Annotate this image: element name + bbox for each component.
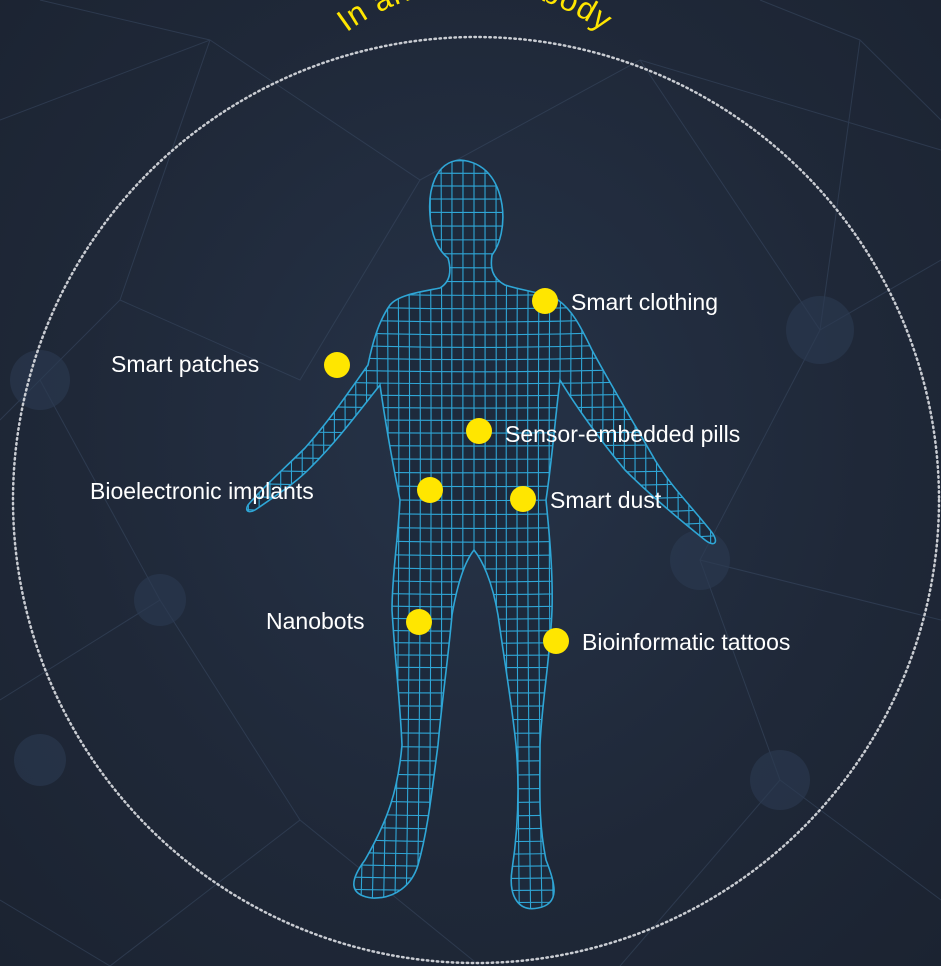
mesh-line-vertical	[247, 150, 259, 915]
mesh-line-horizontal	[230, 912, 730, 915]
label-nanobots: Nanobots	[266, 607, 364, 635]
mesh-line-vertical	[646, 150, 656, 915]
mesh-line-horizontal	[230, 886, 730, 891]
label-sensor-pills: Sensor-embedded pills	[505, 420, 740, 448]
mesh-line-vertical	[485, 150, 486, 915]
label-smart-patches: Smart patches	[111, 350, 259, 378]
mesh-line-horizontal	[230, 860, 730, 866]
mesh-line-vertical	[721, 150, 735, 915]
marker-smart-patches	[324, 352, 350, 378]
mesh-line-horizontal	[230, 782, 730, 789]
mesh-line-vertical	[635, 150, 644, 915]
mesh-line-horizontal	[230, 600, 730, 607]
mesh-line-horizontal	[230, 769, 730, 775]
mesh-line-vertical	[581, 150, 587, 915]
mesh-line-horizontal	[230, 821, 730, 829]
mesh-line-vertical	[327, 150, 335, 915]
label-bioinformatic-tattoos: Bioinformatic tattoos	[582, 628, 790, 656]
mesh-line-vertical	[281, 150, 291, 915]
mesh-line-vertical	[225, 150, 238, 915]
mesh-line-horizontal	[230, 743, 730, 747]
label-bioelectronic-implants: Bioelectronic implants	[90, 477, 314, 505]
mesh-line-vertical	[372, 150, 377, 915]
label-smart-clothing: Smart clothing	[571, 288, 718, 316]
mesh-line-horizontal	[230, 795, 730, 803]
mesh-line-horizontal	[230, 717, 730, 720]
mesh-line-horizontal	[230, 730, 730, 733]
mesh-line-vertical	[304, 150, 313, 915]
mesh-line-vertical	[259, 150, 270, 915]
mesh-line-horizontal	[230, 847, 730, 854]
marker-sensor-pills	[466, 418, 492, 444]
mesh-line-horizontal	[230, 691, 730, 693]
marker-bioelectronic-implants	[417, 477, 443, 503]
marker-nanobots	[406, 609, 432, 635]
mesh-line-horizontal	[230, 678, 730, 680]
mesh-line-horizontal	[230, 158, 730, 161]
mesh-line-horizontal	[230, 899, 730, 903]
mesh-line-vertical	[667, 150, 678, 915]
mesh-line-vertical	[592, 150, 599, 915]
mesh-line-vertical	[236, 150, 248, 915]
mesh-line-horizontal	[230, 587, 730, 595]
mesh-line-vertical	[614, 150, 622, 915]
mesh-line-vertical	[624, 150, 632, 915]
marker-smart-clothing	[532, 288, 558, 314]
mesh-line-vertical	[293, 150, 303, 915]
mesh-line-vertical	[349, 150, 356, 915]
mesh-line-horizontal	[230, 808, 730, 816]
mesh-line-vertical	[270, 150, 281, 915]
label-smart-dust: Smart dust	[550, 486, 661, 514]
mesh-line-horizontal	[230, 574, 730, 582]
mesh-line-vertical	[560, 150, 565, 915]
mesh-line-vertical	[657, 150, 667, 915]
marker-smart-dust	[510, 486, 536, 512]
mesh-line-horizontal	[230, 873, 730, 878]
mesh-line-horizontal	[230, 704, 730, 706]
mesh-line-vertical	[361, 150, 367, 915]
mesh-line-horizontal	[230, 665, 730, 668]
mesh-line-vertical	[571, 150, 576, 915]
mesh-line-vertical	[603, 150, 610, 915]
mesh-line-vertical	[463, 150, 464, 915]
mesh-line-horizontal	[230, 834, 730, 842]
mesh-line-vertical	[383, 150, 388, 915]
mesh-line-vertical	[549, 150, 553, 915]
mesh-line-vertical	[315, 150, 323, 915]
mesh-line-horizontal	[230, 561, 730, 569]
mesh-line-horizontal	[230, 756, 730, 761]
marker-bioinformatic-tattoos	[543, 628, 569, 654]
mesh-line-vertical	[338, 150, 345, 915]
mesh-line-vertical	[678, 150, 689, 915]
